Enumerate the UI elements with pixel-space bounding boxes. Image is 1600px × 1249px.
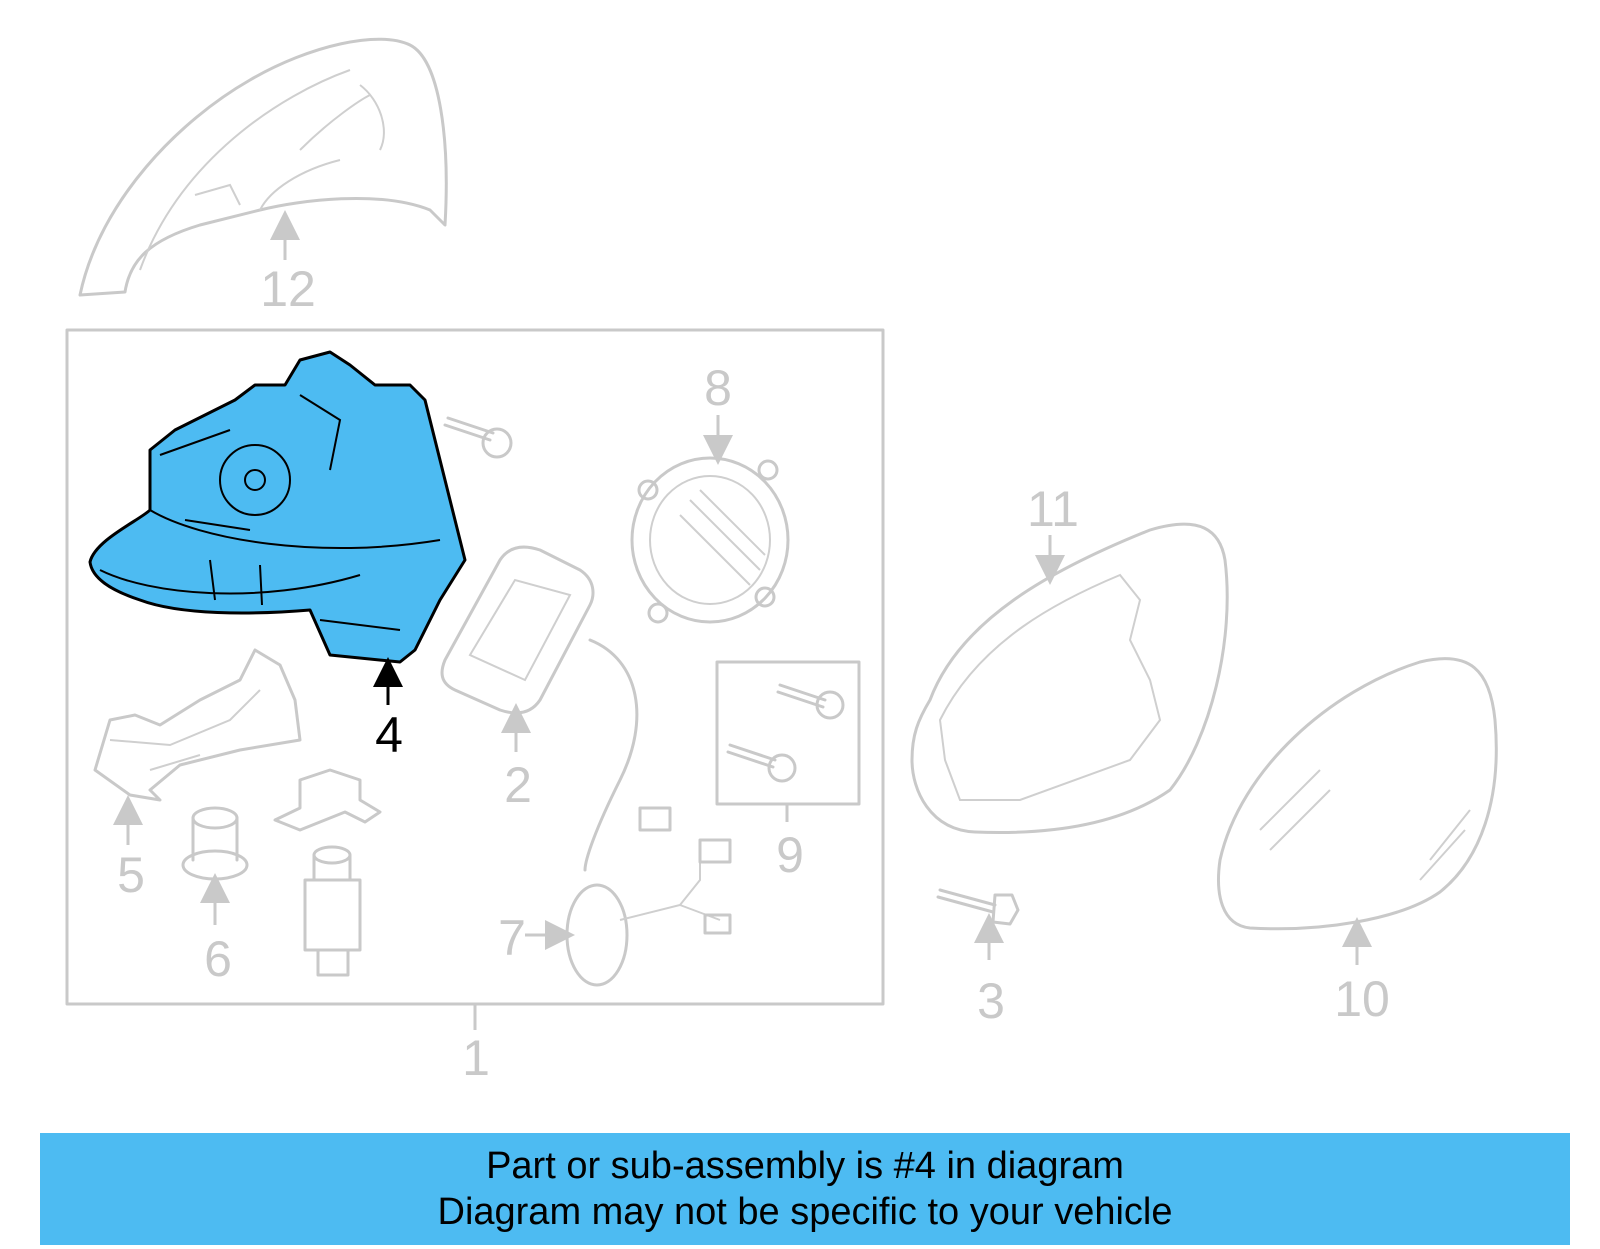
part-6-cylinder [181,806,249,925]
part-8-motor [630,415,790,624]
screw-upper [443,416,513,459]
callout-1: 1 [462,1030,490,1086]
callout-8: 8 [704,360,732,416]
callout-12: 12 [260,261,316,317]
part-2-gasket [440,545,595,752]
caption-banner: Part or sub-assembly is #4 in diagram Di… [40,1133,1570,1245]
callout-6: 6 [204,931,232,987]
part-11-mirror-holder [910,522,1229,834]
callout-7: 7 [498,910,526,966]
callout-4: 4 [375,707,403,763]
callout-5: 5 [117,847,145,903]
switch-component [303,845,362,977]
wire-harness [525,638,732,987]
banner-line-2: Diagram may not be specific to your vehi… [437,1191,1173,1233]
part-10-mirror-glass [1217,657,1498,965]
part-5-bracket [93,648,302,845]
callout-10: 10 [1334,971,1390,1027]
callout-3: 3 [977,973,1005,1029]
banner-line-1: Part or sub-assembly is #4 in diagram [486,1145,1124,1187]
part-12-mirror-cover [78,37,448,297]
part-3-screw [936,888,1020,960]
part-9-screws [715,660,861,822]
bracket-plate [273,768,382,832]
part-4-mirror-base-highlighted [88,350,467,705]
callout-9: 9 [776,827,804,883]
callout-11: 11 [1027,481,1079,537]
callout-2: 2 [504,757,532,813]
